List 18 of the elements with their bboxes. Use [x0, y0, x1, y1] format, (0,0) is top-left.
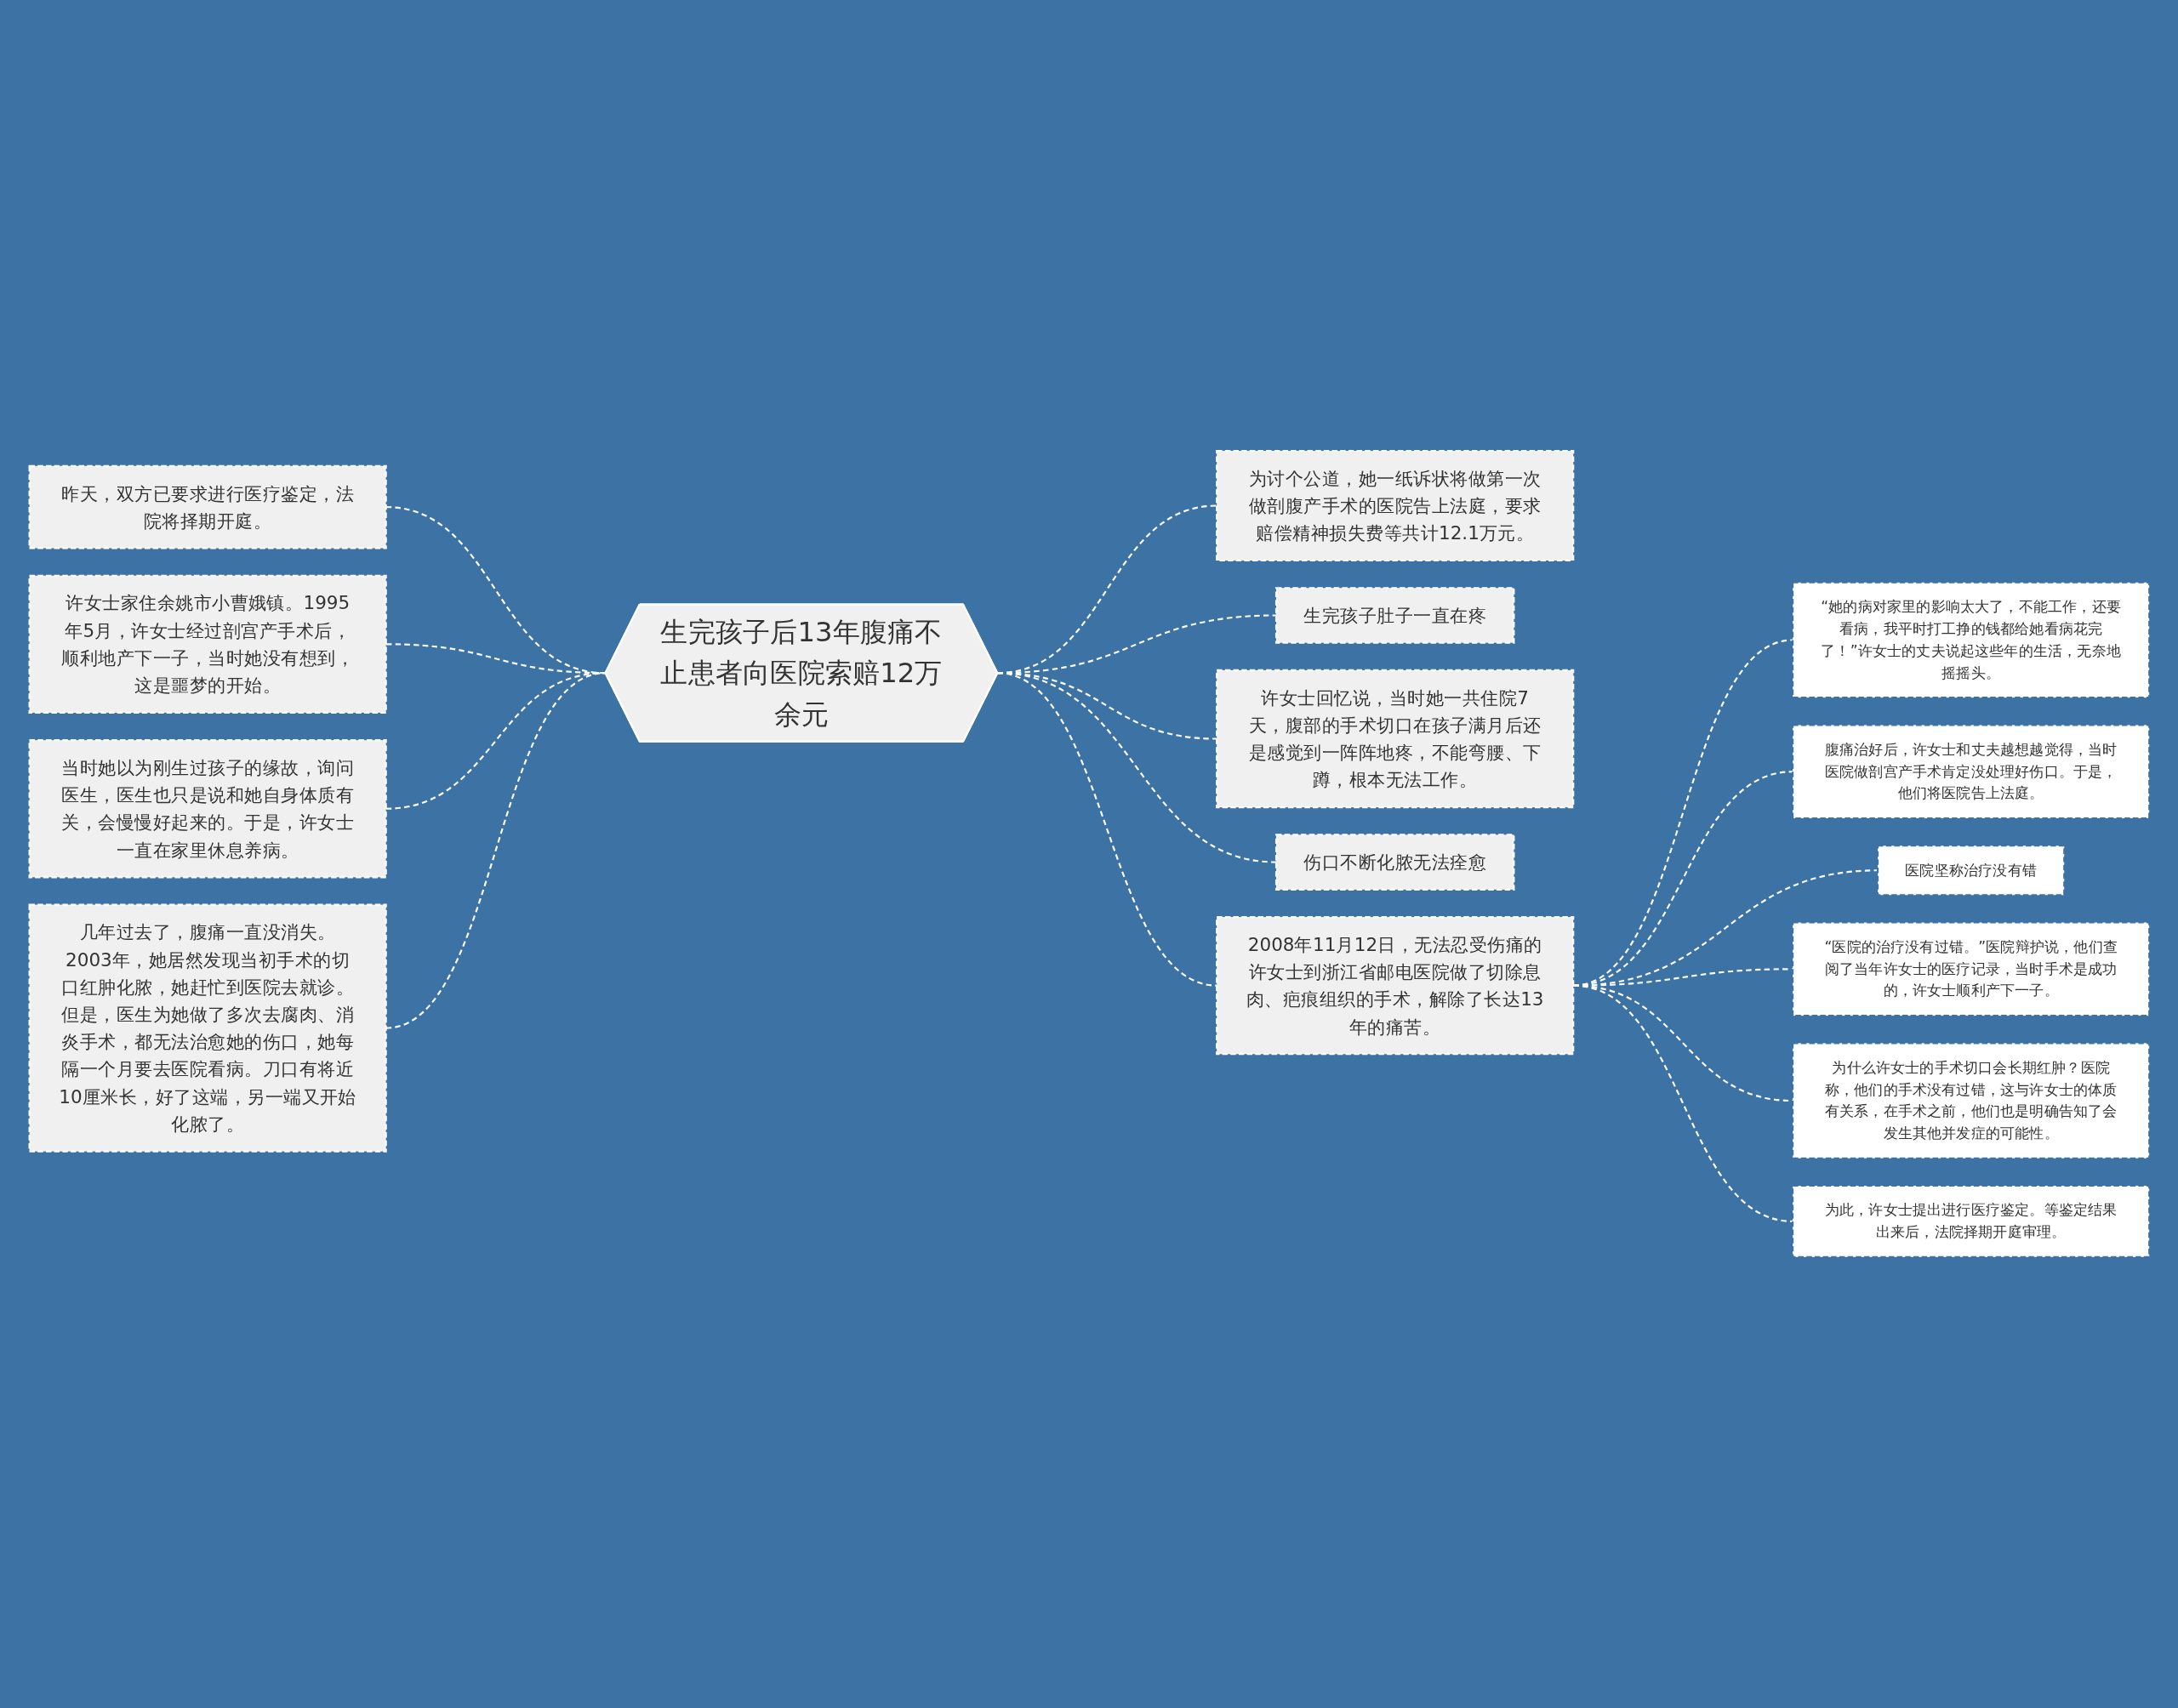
- node-box: 许女士回忆说，当时她一共住院7天，腹部的手术切口在孩子满月后还是感觉到一阵阵地疼，不能弯腰、下蹲，根本无法工作。: [1215, 669, 1574, 809]
- node-box: “她的病对家里的影响太大了，不能工作，还要看病，我平时打工挣的钱都给她看病花完了！”许女士的丈夫说起这些年的生活，无奈地摇摇头。: [1791, 581, 2150, 699]
- node-box: 为什么许女士的手术切口会长期红肿？医院称，他们的手术没有过错，这与许女士的体质有关系，在手术之前，他们也是明确告知了会发生其他并发症的可能性。: [1791, 1042, 2150, 1159]
- node-box: 几年过去了，腹痛一直没消失。2003年，她居然发现当初手术的切口红肿化脓，她赶忙到医院去就诊。但是，医生为她做了多次去腐肉、消炎手术，都无法治愈她的伤口，她每隔一个月要去医院看病。刀口有将近10厘米长，好了这端，另一端又开始化脓了。: [28, 903, 387, 1153]
- node-box: “医院的治疗没有过错。”医院辩护说，他们查阅了当年许女士的医疗记录，当时手术是成功的，许女士顺利产下一子。: [1791, 921, 2150, 1017]
- node-box: 为讨个公道，她一纸诉状将做第一次做剖腹产手术的医院告上法庭，要求赔偿精神损失费等共计12.1万元。: [1215, 450, 1574, 562]
- node-box: 许女士家住余姚市小曹娥镇。1995年5月，许女士经过剖宫产手术后，顺利地产下一子，当时她没有想到，这是噩梦的开始。: [28, 574, 387, 715]
- node-box: 为此，许女士提出进行医疗鉴定。等鉴定结果出来后，法院择期开庭审理。: [1791, 1184, 2150, 1258]
- node-box: 生完孩子肚子一直在疼: [1274, 587, 1515, 644]
- node-box: 2008年11月12日，无法忍受伤痛的许女士到浙江省邮电医院做了切除息肉、疤痕组织的手术，解除了长达13年的痛苦。: [1215, 916, 1574, 1056]
- node-box: 昨天，双方已要求进行医疗鉴定，法院将择期开庭。: [28, 464, 387, 549]
- node-box: 当时她以为刚生过孩子的缘故，询问医生，医生也只是说和她自身体质有关，会慢慢好起来的。于是，许女士一直在家里休息养病。: [28, 739, 387, 879]
- node-box: 腹痛治好后，许女士和丈夫越想越觉得，当时医院做剖宫产手术肯定没处理好伤口。于是，他们将医院告上法庭。: [1791, 724, 2150, 820]
- node-box: 伤口不断化脓无法痊愈: [1274, 834, 1515, 891]
- node-box: 医院坚称治疗没有错: [1876, 845, 2065, 897]
- connector: [1572, 639, 1793, 987]
- connector: [385, 672, 606, 810]
- connector: [996, 672, 1217, 987]
